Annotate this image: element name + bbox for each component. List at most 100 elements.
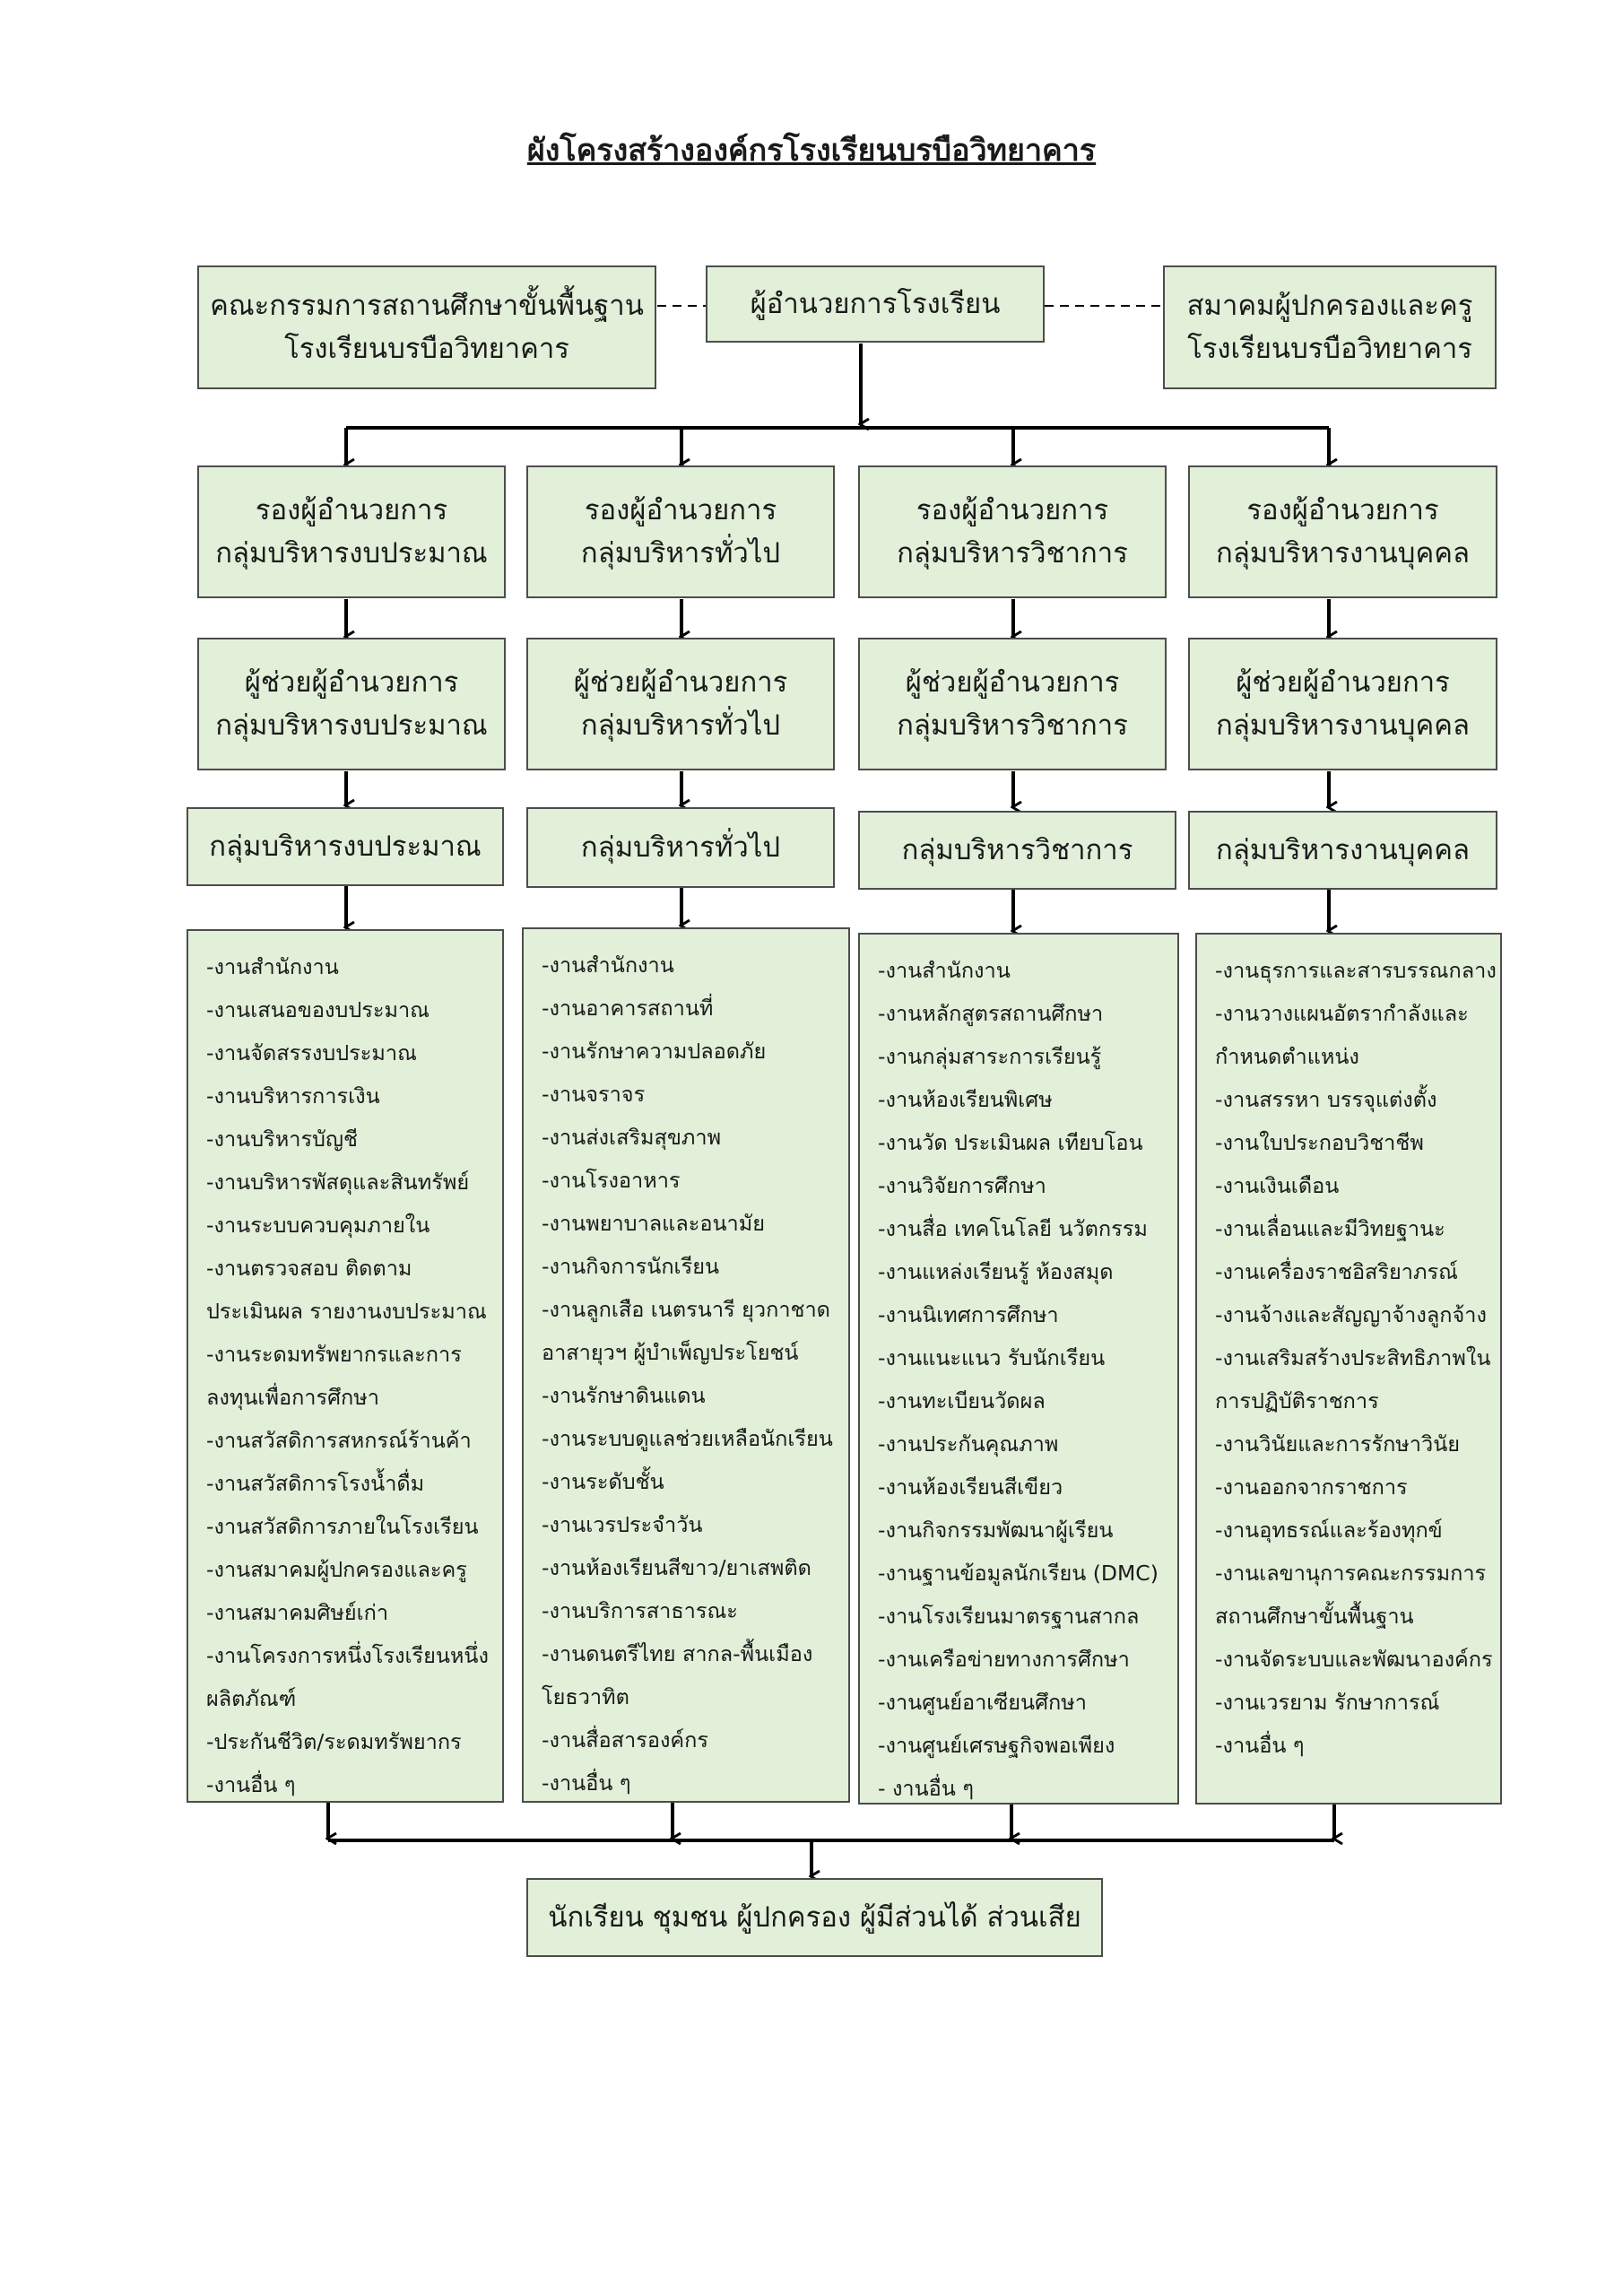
group-personnel-label: กลุ่มบริหารงานบุคคล bbox=[1216, 833, 1470, 866]
task-item: -งานเลื่อนและมีวิทยฐานะ bbox=[1215, 1216, 1445, 1241]
school-board-line-2: โรงเรียนบรบือวิทยาคาร bbox=[284, 333, 569, 365]
group-general-label: กลุ่มบริหารทั่วไป bbox=[580, 831, 781, 864]
task-item: -งานหลักสูตรสถานศึกษา bbox=[878, 1001, 1104, 1026]
task-item: -งานสำนักงาน bbox=[878, 958, 1011, 983]
deputy-personnel-box: รองผู้อำนวยการ กลุ่มบริหารงานบุคคล bbox=[1188, 465, 1497, 598]
parent-teacher-association-box: สมาคมผู้ปกครองและครู โรงเรียนบรบือวิทยาค… bbox=[1163, 265, 1497, 389]
task-item: -งานโรงเรียนมาตรฐานสากล bbox=[878, 1604, 1140, 1629]
task-item: -งานกิจกรรมพัฒนาผู้เรียน bbox=[878, 1518, 1114, 1543]
task-item: -งานวางแผนอัตรากำลังและ bbox=[1215, 1001, 1469, 1026]
task-item: -งานสื่อสารองค์กร bbox=[542, 1727, 708, 1752]
task-item: -งานวัด ประเมินผล เทียบโอน bbox=[878, 1130, 1143, 1155]
task-item: -งานสมาคมศิษย์เก่า bbox=[206, 1600, 389, 1625]
task-item: -งานอื่น ๆ bbox=[542, 1770, 631, 1796]
group-personnel-box: กลุ่มบริหารงานบุคคล bbox=[1188, 811, 1497, 890]
deputy-general-box: รองผู้อำนวยการ กลุ่มบริหารทั่วไป bbox=[526, 465, 835, 598]
assistant-budget-line-1: ผู้ช่วยผู้อำนวยการ bbox=[244, 665, 459, 699]
task-item: -งานโครงการหนึ่งโรงเรียนหนึ่ง bbox=[206, 1643, 489, 1668]
assistant-budget-line-2: กลุ่มบริหารงบประมาณ bbox=[215, 709, 488, 742]
assistant-budget-box: ผู้ช่วยผู้อำนวยการ กลุ่มบริหารงบประมาณ bbox=[197, 638, 506, 770]
task-item: -งานจัดสรรงบประมาณ bbox=[206, 1040, 417, 1065]
task-item: -งานพยาบาลและอนามัย bbox=[542, 1211, 765, 1236]
deputy-budget-line-1: รองผู้อำนวยการ bbox=[255, 493, 448, 526]
school-board-box: คณะกรรมการสถานศึกษาขั้นพื้นฐาน โรงเรียนบ… bbox=[197, 265, 656, 389]
task-item: -งานห้องเรียนสีขาว/ยาเสพติด bbox=[542, 1555, 812, 1580]
task-item: -งานเวรยาม รักษาการณ์ bbox=[1215, 1690, 1440, 1715]
task-item: -งานสำนักงาน bbox=[542, 952, 674, 978]
task-item: -งานเลขานุการคณะกรรมการ bbox=[1215, 1561, 1487, 1586]
page-title: ผังโครงสร้างองค์กรโรงเรียนบรบือวิทยาคาร bbox=[526, 133, 1097, 169]
stakeholders-box: นักเรียน ชุมชน ผู้ปกครอง ผู้มีส่วนได้ ส่… bbox=[526, 1878, 1103, 1957]
task-item: -งานระดมทรัพยากรและการ bbox=[206, 1342, 462, 1367]
director-label: ผู้อำนวยการโรงเรียน bbox=[750, 287, 1001, 320]
task-item: -งานเสริมสร้างประสิทธิภาพใน bbox=[1215, 1345, 1491, 1370]
task-item: -งานใบประกอบวิชาชีพ bbox=[1215, 1130, 1424, 1155]
task-item: -งานโรงอาหาร bbox=[542, 1168, 681, 1193]
task-item: -งานห้องเรียนสีเขียว bbox=[878, 1474, 1063, 1500]
task-item: -งานบริหารบัญชี bbox=[206, 1126, 358, 1152]
task-item: -งานศูนย์อาเซียนศึกษา bbox=[878, 1690, 1087, 1715]
task-item: -งานกิจการนักเรียน bbox=[542, 1254, 720, 1279]
task-item: กำหนดตำแหน่ง bbox=[1215, 1044, 1359, 1069]
task-item: -งานแหล่งเรียนรู้ ห้องสมุด bbox=[878, 1259, 1114, 1284]
task-item: - งานอื่น ๆ bbox=[878, 1776, 974, 1801]
task-item: -งานศูนย์เศรษฐกิจพอเพียง bbox=[878, 1733, 1115, 1758]
task-item: -งานส่งเสริมสุขภาพ bbox=[542, 1125, 722, 1150]
task-item: -งานจราจร bbox=[542, 1082, 646, 1107]
assistant-personnel-box: ผู้ช่วยผู้อำนวยการ กลุ่มบริหารงานบุคคล bbox=[1188, 638, 1497, 770]
task-item: -งานระบบดูแลช่วยเหลือนักเรียน bbox=[542, 1426, 833, 1451]
assistant-general-line-1: ผู้ช่วยผู้อำนวยการ bbox=[573, 665, 788, 699]
task-item: -งานบริการสาธารณะ bbox=[542, 1598, 738, 1623]
task-item: -งานสวัสดิการสหกรณ์ร้านค้า bbox=[206, 1428, 472, 1453]
assistant-personnel-line-1: ผู้ช่วยผู้อำนวยการ bbox=[1236, 665, 1450, 699]
group-general-box: กลุ่มบริหารทั่วไป bbox=[526, 807, 835, 888]
task-item: -งานนิเทศการศึกษา bbox=[878, 1302, 1059, 1327]
deputy-budget-line-2: กลุ่มบริหารงบประมาณ bbox=[215, 537, 488, 570]
task-item: -งานเครื่องราชอิสริยาภรณ์ bbox=[1215, 1259, 1458, 1284]
task-item: -งานเงินเดือน bbox=[1215, 1173, 1340, 1198]
task-item: -งานสวัสดิการโรงน้ำดื่ม bbox=[206, 1471, 425, 1496]
task-item: อาสายุวฯ ผู้บำเพ็ญประโยชน์ bbox=[542, 1340, 799, 1365]
task-item: -งานแนะแนว รับนักเรียน bbox=[878, 1345, 1106, 1370]
task-item: -งานอาคารสถานที่ bbox=[542, 996, 714, 1021]
deputy-budget-box: รองผู้อำนวยการ กลุ่มบริหารงบประมาณ bbox=[197, 465, 506, 598]
tasks-academic-list: -งานสำนักงาน-งานหลักสูตรสถานศึกษา-งานกลุ… bbox=[858, 933, 1179, 1805]
task-item: การปฏิบัติราชการ bbox=[1215, 1388, 1379, 1413]
deputy-academic-box: รองผู้อำนวยการ กลุ่มบริหารวิชาการ bbox=[858, 465, 1167, 598]
task-item: -งานระดับชั้น bbox=[542, 1469, 664, 1494]
group-budget-label: กลุ่มบริหารงบประมาณ bbox=[209, 830, 482, 863]
task-item: ประเมินผล รายงานงบประมาณ bbox=[206, 1299, 487, 1324]
task-item: -งานเวรประจำวัน bbox=[542, 1512, 703, 1537]
tasks-budget-list: -งานสำนักงาน-งานเสนอของบประมาณ-งานจัดสรร… bbox=[187, 929, 504, 1803]
deputy-general-line-1: รองผู้อำนวยการ bbox=[584, 493, 777, 526]
deputy-academic-line-2: กลุ่มบริหารวิชาการ bbox=[897, 537, 1128, 570]
task-item: โยธวาทิต bbox=[542, 1684, 629, 1709]
task-item: -งานสมาคมผู้ปกครองและครู bbox=[206, 1557, 467, 1582]
deputy-general-line-2: กลุ่มบริหารทั่วไป bbox=[580, 537, 781, 570]
task-item: สถานศึกษาขั้นพื้นฐาน bbox=[1215, 1604, 1414, 1629]
task-item: -งานจ้างและสัญญาจ้างลูกจ้าง bbox=[1215, 1302, 1487, 1327]
task-item: -งานอื่น ๆ bbox=[206, 1772, 296, 1797]
task-item: -งานสรรหา บรรจุแต่งตั้ง bbox=[1215, 1087, 1437, 1112]
task-item: -งานตรวจสอบ ติดตาม bbox=[206, 1256, 412, 1281]
stakeholders-label: นักเรียน ชุมชน ผู้ปกครอง ผู้มีส่วนได้ ส่… bbox=[548, 1900, 1081, 1934]
director-box: ผู้อำนวยการโรงเรียน bbox=[706, 265, 1045, 343]
task-item: -งานเสนอของบประมาณ bbox=[206, 997, 430, 1022]
task-item: -งานสวัสดิการภายในโรงเรียน bbox=[206, 1514, 479, 1539]
task-item: -งานห้องเรียนพิเศษ bbox=[878, 1087, 1053, 1112]
pta-line-2: โรงเรียนบรบือวิทยาคาร bbox=[1187, 333, 1472, 365]
task-item: -งานเครือข่ายทางการศึกษา bbox=[878, 1647, 1130, 1672]
assistant-academic-line-2: กลุ่มบริหารวิชาการ bbox=[897, 709, 1128, 742]
task-item: -งานสื่อ เทคโนโลยี นวัตกรรม bbox=[878, 1216, 1148, 1241]
task-item: -งานวิจัยการศึกษา bbox=[878, 1173, 1046, 1198]
task-item: -งานอุทธรณ์และร้องทุกข์ bbox=[1215, 1518, 1443, 1543]
deputy-personnel-line-1: รองผู้อำนวยการ bbox=[1246, 493, 1439, 526]
assistant-personnel-line-2: กลุ่มบริหารงานบุคคล bbox=[1216, 709, 1470, 742]
task-item: ลงทุนเพื่อการศึกษา bbox=[206, 1385, 379, 1410]
task-item: ผลิตภัณฑ์ bbox=[206, 1686, 297, 1711]
tasks-general-list: -งานสำนักงาน-งานอาคารสถานที่-งานรักษาควา… bbox=[522, 927, 850, 1803]
task-item: -งานจัดระบบและพัฒนาองค์กร bbox=[1215, 1647, 1493, 1672]
tasks-personnel-list: -งานธุรการและสารบรรณกลาง-งานวางแผนอัตราก… bbox=[1195, 933, 1502, 1805]
task-item: -งานดนตรีไทย สากล-พื้นเมือง bbox=[542, 1641, 813, 1666]
